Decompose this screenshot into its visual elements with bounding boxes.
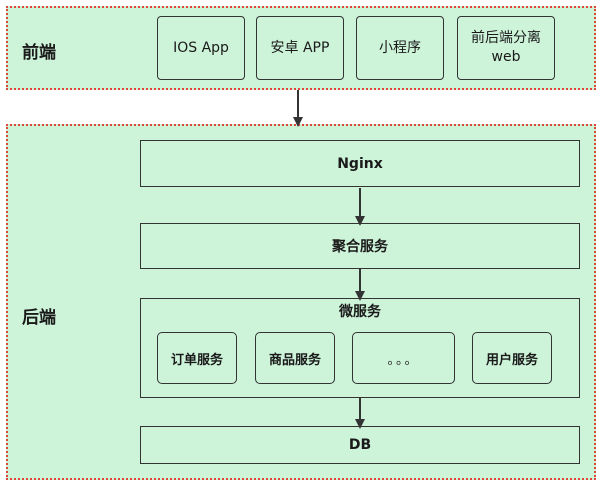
mini-program-label: 小程序 [379,39,421,56]
nginx-layer: Nginx [140,140,580,187]
product-service-box: 商品服务 [255,332,335,384]
android-app-label: 安卓 APP [270,39,330,56]
more-services-box: 。。。 [352,332,455,384]
aggregation-service-label: 聚合服务 [332,239,388,255]
user-service-label: 用户服务 [485,352,538,368]
db-label: DB [348,437,372,453]
frontend-label: 前端 [22,43,56,63]
android-app-box: 安卓 APP [256,16,344,80]
order-service-label: 订单服务 [170,352,223,368]
product-service-label: 商品服务 [268,352,321,368]
db-layer: DB [140,426,580,464]
microservices-label: 微服务 [339,304,381,320]
nginx-label: Nginx [337,155,383,172]
backend-label: 后端 [22,308,56,328]
web-app-box: 前后端分离 web [457,16,555,80]
more-services-label: 。。。 [387,352,420,368]
ios-app-box: IOS App [157,16,245,80]
aggregation-service-layer: 聚合服务 [140,223,580,269]
mini-program-box: 小程序 [356,16,444,80]
ios-app-label: IOS App [173,39,229,56]
web-app-label: 前后端分离 web [471,30,541,65]
order-service-box: 订单服务 [157,332,237,384]
user-service-box: 用户服务 [472,332,552,384]
